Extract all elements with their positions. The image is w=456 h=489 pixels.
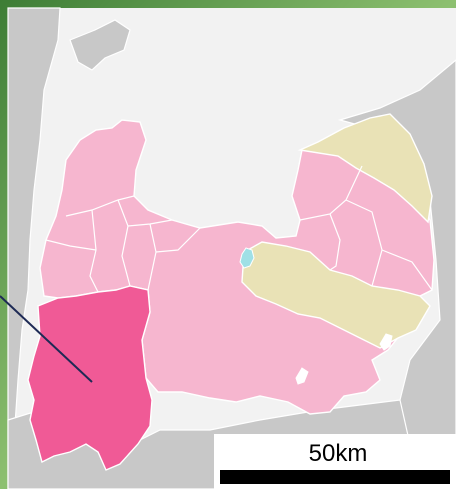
municipal-boundaries	[45, 165, 433, 293]
highlighted-municipality	[27, 285, 153, 471]
small-lake-east	[379, 333, 393, 351]
pointer-line	[0, 295, 93, 383]
neighbor-land-northwest-peninsula	[69, 19, 131, 71]
scale-bar	[220, 470, 450, 484]
municipality-towns-central	[241, 241, 431, 349]
small-lake-south	[295, 367, 309, 385]
lake	[239, 247, 255, 269]
scale-label: 50km	[309, 440, 368, 467]
municipality-towns-east	[297, 113, 433, 224]
